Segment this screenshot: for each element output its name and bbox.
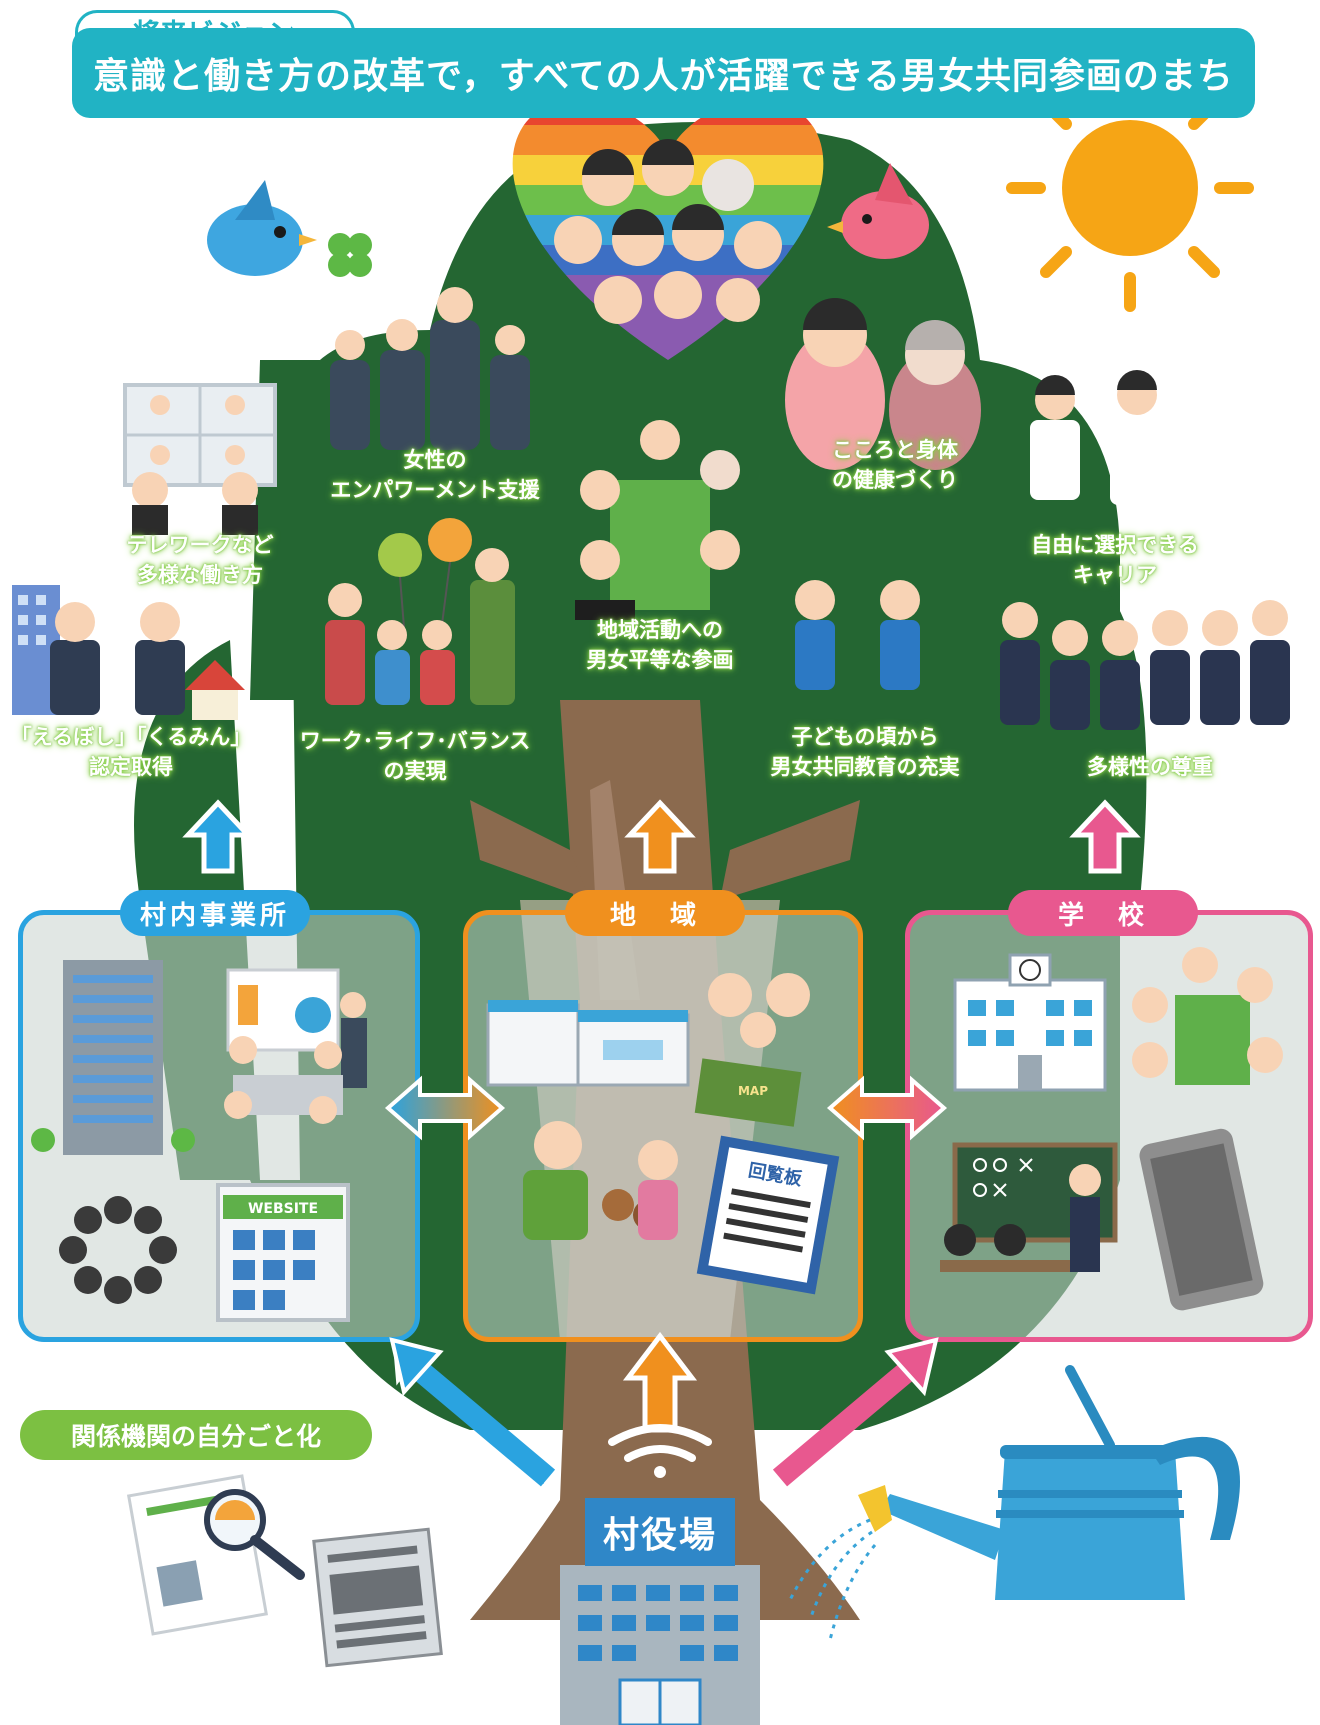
community-illustrations: MAP 回覧板 — [486, 973, 840, 1295]
blue-bird-icon — [207, 180, 317, 276]
office-building-icon — [31, 960, 195, 1155]
school-panel — [905, 910, 1313, 1342]
community-meeting-icon — [575, 420, 740, 620]
label-career: 自由に選択できる キャリア — [1031, 533, 1199, 587]
pink-bird-icon — [827, 163, 929, 259]
tablet-icon — [1139, 1128, 1264, 1311]
label-work-life-balance: ワーク･ライフ･バランス の実現 — [299, 729, 531, 783]
business-people-icon — [330, 287, 530, 450]
crowd-icon — [554, 139, 782, 324]
school-building-icon — [953, 953, 1107, 1092]
school-illustrations — [940, 947, 1283, 1311]
business-panel: WEBSITE — [18, 910, 420, 1342]
certification-office-icon — [12, 585, 245, 720]
up-arrow-community-icon — [624, 799, 696, 874]
shops-icon — [486, 1000, 690, 1087]
family-balloons-icon — [325, 518, 515, 705]
vision-banner: 意識と働き方の改革で，すべての人が活躍できる男女共同参画のまち — [72, 28, 1255, 118]
clover-icon — [328, 233, 372, 277]
label-community-participation: 地域活動への 男女平等な参画 — [586, 618, 734, 672]
website-icon: WEBSITE — [216, 1183, 350, 1322]
vision-text: 意識と働き方の改革で，すべての人が活躍できる男女共同参画のまち — [93, 56, 1234, 97]
kids-highfive-icon — [795, 580, 920, 690]
label-empowerment: 女性の エンパワーメント支援 — [330, 448, 540, 502]
village-office-sign: 村役場 — [585, 1498, 735, 1566]
label-telework: テレワークなど 多様な働き方 — [126, 533, 274, 587]
telework-monitor-icon — [123, 383, 277, 535]
up-arrow-business-icon — [182, 799, 254, 874]
business-label: 村内事業所 — [120, 890, 310, 936]
label-education: 子どもの頃から 男女共同教育の充実 — [770, 725, 960, 779]
person-dogs-icon — [523, 1121, 678, 1240]
students-group-icon — [1132, 947, 1283, 1085]
svg-text:MAP: MAP — [738, 1084, 768, 1098]
up-arrow-school-icon — [1069, 799, 1141, 874]
circular-board-icon: 回覧板 — [696, 1135, 840, 1295]
label-health: こころと身体 の健康づくり — [832, 438, 958, 492]
women-health-icon — [785, 298, 981, 470]
community-label: 地 域 — [565, 890, 745, 936]
people-circle-icon — [59, 1196, 177, 1304]
classroom-icon — [940, 1142, 1118, 1272]
career-workers-icon — [1030, 370, 1165, 505]
svg-text:WEBSITE: WEBSITE — [248, 1201, 318, 1217]
school-label: 学 校 — [1008, 890, 1198, 936]
related-orgs-badge: 関係機関の自分ごと化 — [20, 1410, 372, 1460]
community-panel: MAP 回覧板 — [463, 910, 863, 1342]
label-diversity: 多様性の尊重 — [1087, 755, 1213, 779]
label-certification: 「えるぼし」「くるみん」 認定取得 — [10, 725, 252, 779]
family-map-icon: MAP — [694, 973, 810, 1127]
business-presentation-icon — [224, 968, 367, 1124]
business-illustrations: WEBSITE — [31, 960, 367, 1322]
students-diversity-icon — [1000, 600, 1290, 730]
